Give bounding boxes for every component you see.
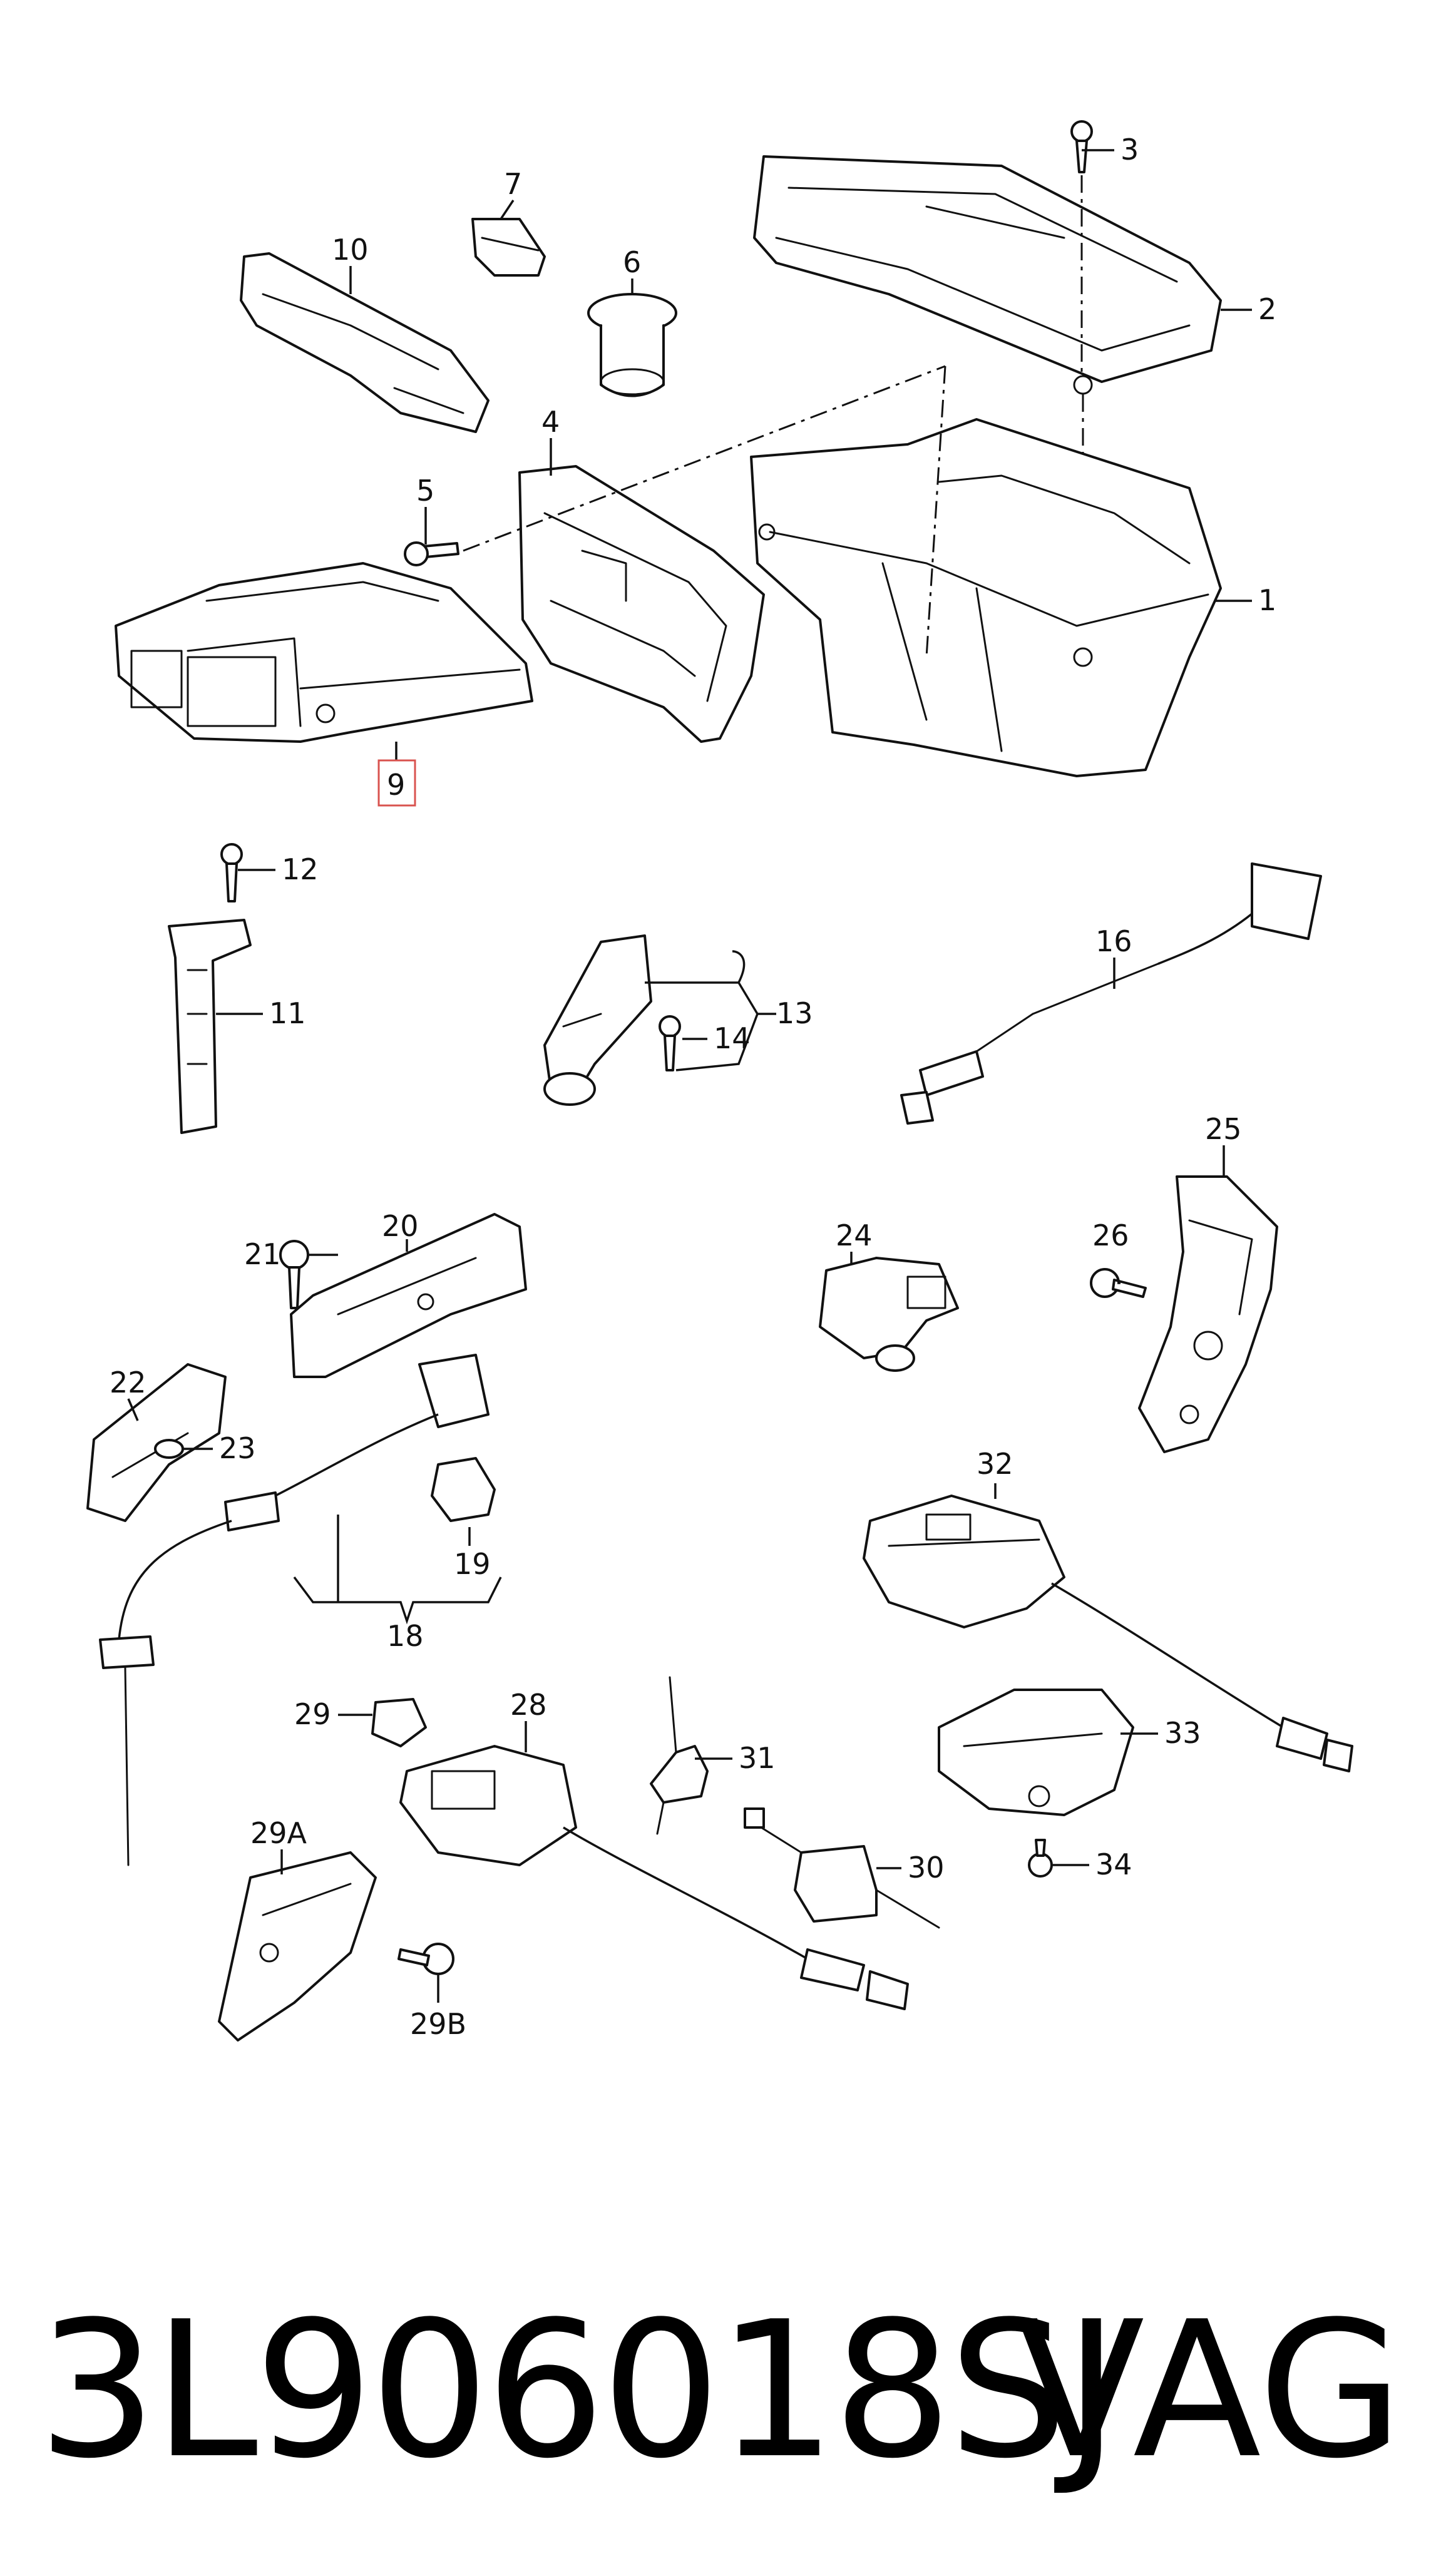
- screw-part-29B[interactable]: [397, 1943, 454, 1975]
- callout-4: 4: [541, 405, 560, 439]
- sensor-part-11[interactable]: [168, 919, 252, 1134]
- nox-sensor-part-32[interactable]: [863, 1495, 1353, 1772]
- callout-33: 33: [1164, 1716, 1201, 1750]
- clamp-part-31[interactable]: [650, 1676, 709, 1835]
- callout-1: 1: [1258, 583, 1276, 617]
- callout-29A: 29A: [250, 1816, 307, 1850]
- callout-20: 20: [382, 1209, 419, 1243]
- bracket-part-20[interactable]: [290, 1213, 527, 1378]
- callout-29: 29: [294, 1697, 331, 1731]
- connector-part-30[interactable]: [744, 1807, 940, 1929]
- callout-25: 25: [1205, 1112, 1242, 1146]
- callout-12: 12: [282, 852, 319, 886]
- callout-22: 22: [110, 1366, 146, 1399]
- callout-18: 18: [387, 1619, 424, 1653]
- callout-9: 9: [387, 768, 405, 802]
- screw-part-3[interactable]: [1070, 120, 1093, 173]
- ecu-bracket-part-4[interactable]: [518, 465, 765, 743]
- callout-21: 21: [244, 1237, 281, 1271]
- callout-31: 31: [739, 1741, 776, 1775]
- bracket-part-25[interactable]: [1138, 1175, 1278, 1453]
- callout-19: 19: [454, 1547, 491, 1581]
- callout-labels: 1 2 3 4 5 6 7 9 10 11 12 13 14 16 18 19 …: [110, 133, 1276, 2041]
- sensor-part-13[interactable]: [543, 934, 652, 1106]
- callout-14: 14: [714, 1021, 751, 1055]
- callout-24: 24: [836, 1219, 873, 1252]
- screw-part-34[interactable]: [1028, 1839, 1053, 1878]
- bracket-part-29A[interactable]: [218, 1851, 377, 2042]
- callout-26: 26: [1092, 1219, 1129, 1252]
- callout-6: 6: [623, 245, 641, 279]
- callout-7: 7: [504, 167, 522, 201]
- leader-lines: [127, 149, 1252, 2003]
- footer: 3L906018SJ VAG: [0, 2259, 1441, 2522]
- callout-11: 11: [269, 996, 306, 1030]
- sensor-module-part-28[interactable]: [399, 1745, 909, 2010]
- callout-16: 16: [1095, 924, 1132, 958]
- screw-part-12[interactable]: [220, 843, 243, 902]
- relay-part-6[interactable]: [587, 293, 677, 397]
- clamp-part-19[interactable]: [431, 1457, 496, 1522]
- callout-28: 28: [510, 1688, 547, 1722]
- part-number-label: 3L906018SJ: [38, 2281, 1119, 2500]
- cover-strip-part-10[interactable]: [240, 252, 490, 433]
- nut-part-23[interactable]: [154, 1439, 184, 1459]
- clip-part-22[interactable]: [86, 1363, 227, 1522]
- brand-label: VAG: [1016, 2281, 1403, 2500]
- clip-part-7[interactable]: [471, 218, 546, 277]
- callout-29B: 29B: [410, 2007, 466, 2041]
- nut-part-29[interactable]: [371, 1698, 427, 1747]
- callout-32: 32: [977, 1447, 1013, 1481]
- temperature-sensor-part-18[interactable]: [99, 1354, 490, 1866]
- callout-23: 23: [219, 1431, 256, 1465]
- screw-part-21[interactable]: [279, 1240, 309, 1309]
- ecu-control-unit-part-9[interactable]: [115, 562, 533, 743]
- callout-10: 10: [332, 233, 369, 267]
- lambda-probe-part-16[interactable]: [900, 862, 1322, 1125]
- housing-cover-part-2[interactable]: [753, 155, 1222, 395]
- screw-part-5[interactable]: [404, 541, 459, 566]
- pressure-sensor-part-24[interactable]: [819, 1257, 959, 1372]
- bracket-part-33[interactable]: [938, 1689, 1134, 1816]
- callout-3: 3: [1120, 133, 1139, 166]
- housing-base-part-1[interactable]: [750, 418, 1222, 777]
- screw-part-14[interactable]: [659, 1015, 681, 1071]
- callout-34: 34: [1095, 1848, 1132, 1881]
- callout-5: 5: [416, 474, 434, 508]
- callout-30: 30: [908, 1851, 945, 1884]
- callout-9-highlight: [377, 759, 416, 807]
- callout-13: 13: [776, 996, 813, 1030]
- callout-2: 2: [1258, 292, 1276, 326]
